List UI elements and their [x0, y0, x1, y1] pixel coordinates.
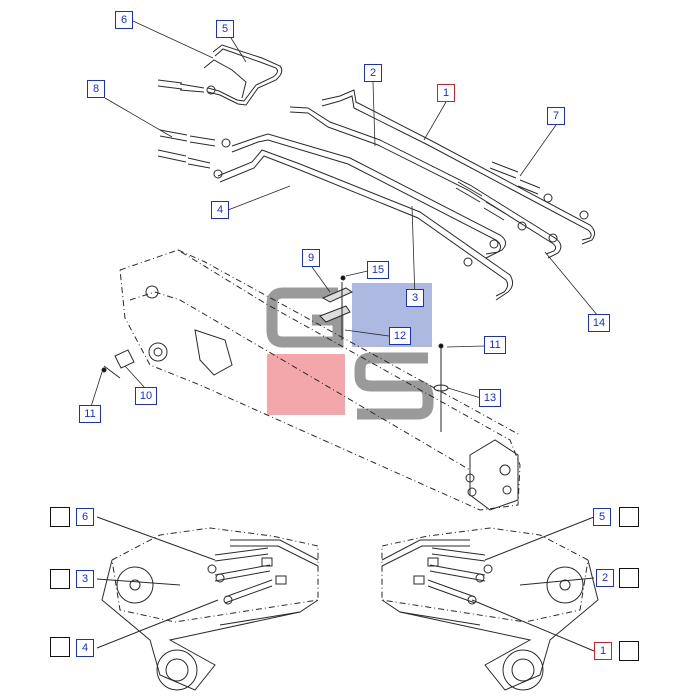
callout-10[interactable]: 10	[135, 387, 157, 405]
left-detail-view	[96, 516, 319, 691]
rotate-icon	[619, 641, 639, 661]
left-callout-4[interactable]: 4	[76, 639, 94, 657]
rotate-icon	[619, 568, 639, 588]
clamp-parts	[101, 275, 449, 432]
left-callout-3[interactable]: 3	[76, 570, 94, 588]
retract-icon	[50, 637, 70, 657]
callout-13[interactable]: 13	[479, 389, 501, 407]
callout-5[interactable]: 5	[216, 20, 234, 38]
callout-1[interactable]: 1	[437, 84, 455, 102]
callout-7[interactable]: 7	[547, 107, 565, 125]
left-callout-6[interactable]: 6	[76, 508, 94, 526]
callout-9[interactable]: 9	[302, 249, 320, 267]
pipe-assembly	[157, 44, 596, 301]
right-detail-view	[381, 516, 599, 691]
callout-8[interactable]: 8	[87, 80, 105, 98]
callout-15[interactable]: 15	[367, 261, 389, 279]
leader-lines	[88, 20, 599, 414]
callout-12[interactable]: 12	[389, 327, 411, 345]
right-callout-1[interactable]: 1	[594, 642, 612, 660]
watermark-red-square	[267, 354, 345, 415]
callout-11[interactable]: 11	[79, 405, 101, 423]
tilt-up-icon	[619, 507, 639, 527]
extend-icon	[50, 569, 70, 589]
callout-3[interactable]: 3	[406, 289, 424, 307]
watermark-logo	[266, 287, 434, 420]
tilt-up-icon	[50, 507, 70, 527]
callout-4[interactable]: 4	[211, 201, 229, 219]
callout-11[interactable]: 11	[484, 336, 506, 354]
boom-end-details	[145, 285, 519, 511]
right-callout-5[interactable]: 5	[593, 508, 611, 526]
callout-2[interactable]: 2	[364, 64, 382, 82]
callout-14[interactable]: 14	[588, 314, 610, 332]
callout-6[interactable]: 6	[115, 11, 133, 29]
right-callout-2[interactable]: 2	[596, 569, 614, 587]
